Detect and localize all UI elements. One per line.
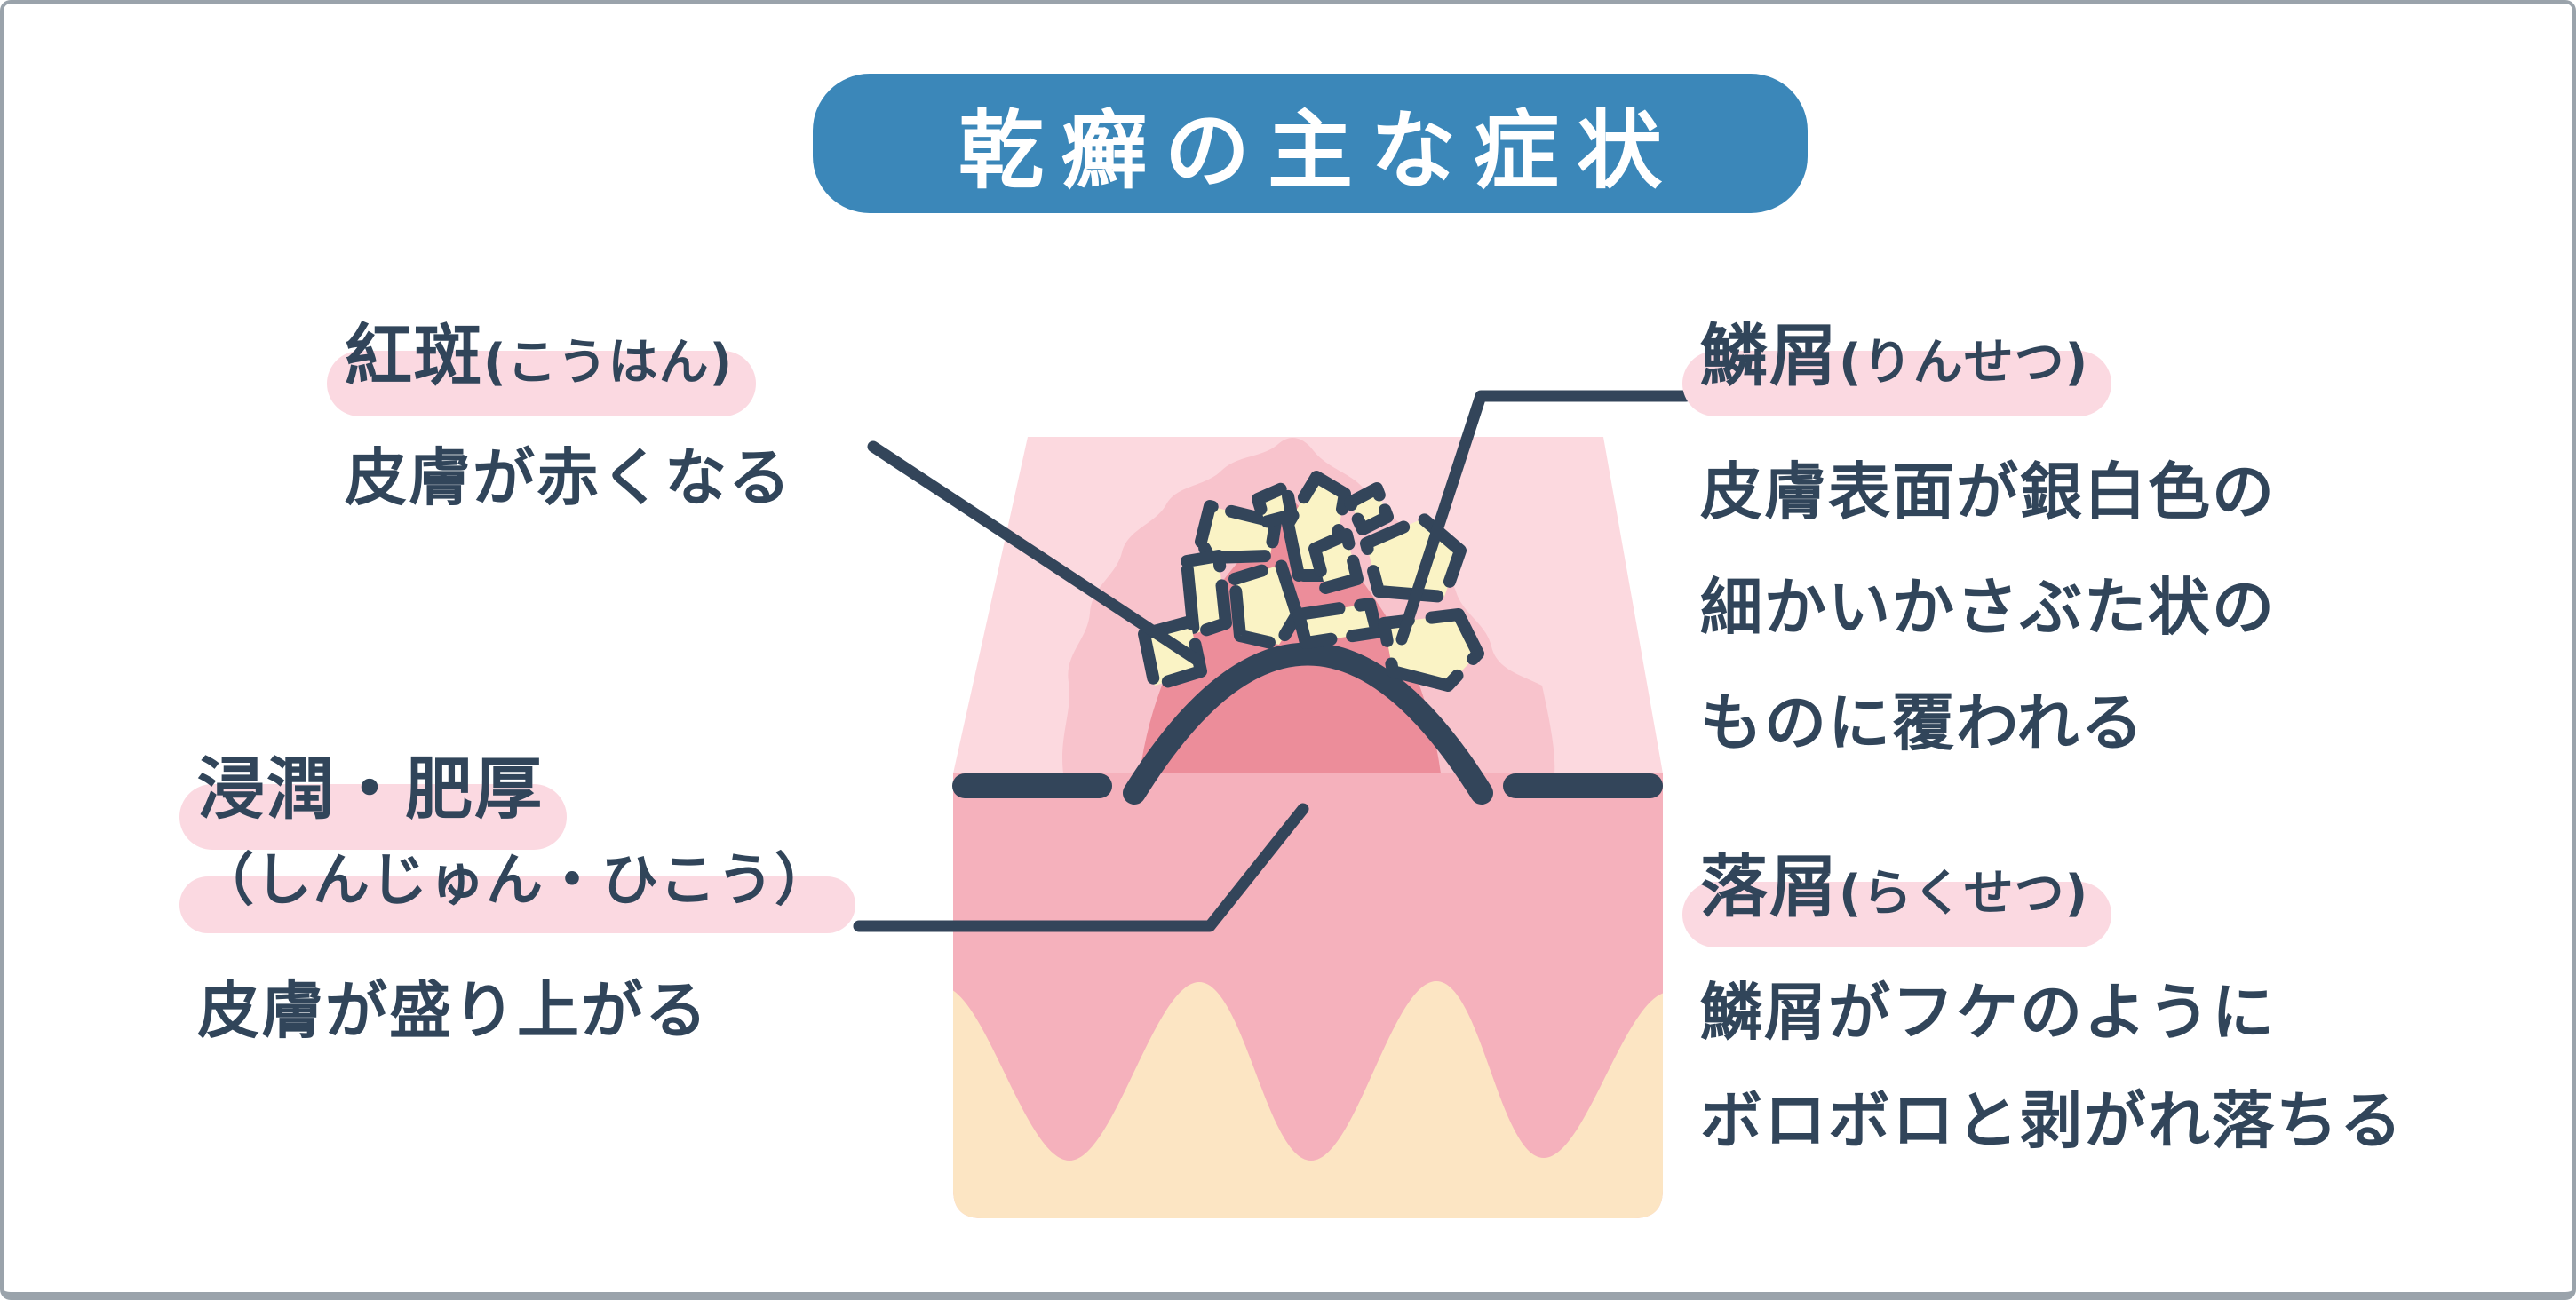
term-text: 鱗屑	[1700, 316, 1839, 395]
reading-text: （しんじゅん・ひこう）	[197, 847, 832, 914]
reading-text: (こうはん)	[483, 334, 734, 392]
scale-flake	[1228, 559, 1303, 651]
label-shinjun-term-line: 浸潤・肥厚	[179, 746, 567, 850]
label-rakusetsu: 落屑(らくせつ) 鱗屑がフケのように ボロボロと剥がれ落ちる	[1682, 844, 2404, 1175]
scale-flake	[1292, 598, 1383, 649]
description-line: 皮膚表面が銀白色の	[1700, 455, 2276, 528]
scale-flake	[1308, 528, 1364, 594]
label-shinjun-hikou: 浸潤・肥厚 （しんじゅん・ひこう） 皮膚が盛り上がる	[179, 746, 855, 1051]
page-title: 乾癬の主な症状	[958, 101, 1680, 201]
highlight-pill	[179, 876, 855, 933]
dermis-layer	[953, 773, 1663, 1218]
description-line: ものに覆われる	[1700, 686, 2145, 759]
highlight-pill	[1682, 351, 2112, 416]
label-rinsetsu-description: 皮膚表面が銀白色の 細かいかさぶた状の ものに覆われる	[1700, 434, 2276, 781]
scale-flake	[1344, 482, 1394, 535]
description-line: ボロボロと剥がれ落ちる	[1700, 1083, 2404, 1157]
title-badge: 乾癬の主な症状	[813, 74, 1808, 213]
reading-text: (りんせつ)	[1839, 334, 2089, 392]
scale-flake	[1181, 550, 1232, 640]
term-text: 落屑	[1700, 847, 1839, 926]
kouhan-pointer-line	[867, 440, 1205, 668]
subcutaneous-layer	[953, 981, 1663, 1218]
raised-skin-dome	[1123, 642, 1493, 805]
highlight-pill	[1682, 882, 2112, 947]
label-shinjun-reading-line: （しんじゅん・ひこう）	[179, 843, 855, 933]
label-rakusetsu-description: 鱗屑がフケのように ボロボロと剥がれ落ちる	[1700, 958, 2404, 1175]
label-rakusetsu-term-line: 落屑(らくせつ)	[1682, 844, 2112, 947]
highlight-pill	[179, 784, 567, 850]
label-kouhan-term-line: 紅斑(こうはん)	[327, 313, 757, 416]
shinjun-pointer-line	[853, 803, 1309, 932]
term-text: 浸潤・肥厚	[197, 749, 544, 828]
label-rinsetsu-term-line: 鱗屑(りんせつ)	[1682, 313, 2112, 416]
reading-text: (らくせつ)	[1839, 865, 2089, 923]
highlight-pill	[327, 351, 757, 416]
label-shinjun-description: 皮膚が盛り上がる	[197, 974, 709, 1048]
description-line: 鱗屑がフケのように	[1700, 975, 2276, 1049]
description-line: 細かいかさぶた状の	[1700, 570, 2276, 644]
term-text: 紅斑	[345, 316, 483, 395]
rinsetsu-pointer-line	[1395, 390, 1692, 646]
label-rinsetsu: 鱗屑(りんせつ) 皮膚表面が銀白色の 細かいかさぶた状の ものに覆われる	[1682, 313, 2276, 781]
label-kouhan-description: 皮膚が赤くなる	[345, 440, 792, 514]
label-kouhan: 紅斑(こうはん) 皮膚が赤くなる	[327, 313, 792, 519]
scale-flake	[1252, 480, 1298, 528]
